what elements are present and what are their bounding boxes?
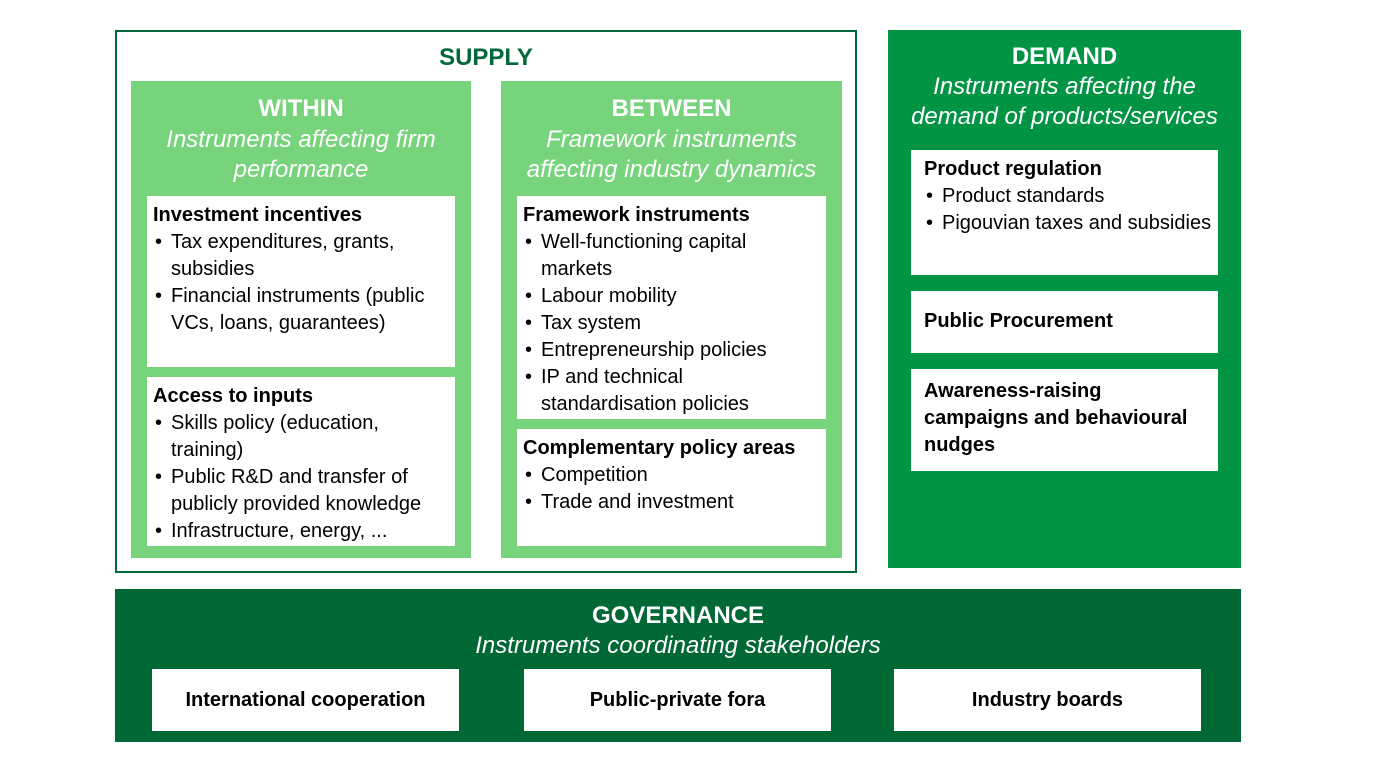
investment-incentives-box: Investment incentives Tax expenditures, … [147, 196, 455, 367]
list-item: Well-functioning capital markets [523, 229, 820, 283]
list-item: Tax system [523, 310, 820, 337]
box-heading: Complementary policy areas [523, 437, 796, 459]
list-item: Pigouvian taxes and subsidies [924, 210, 1212, 237]
box-heading: Access to inputs [153, 385, 314, 407]
demand-section: DEMAND Instruments affecting the demand … [888, 30, 1241, 568]
industry-boards-box: Industry boards [894, 669, 1201, 731]
product-regulation-box: Product regulation Product standards Pig… [911, 150, 1218, 275]
public-procurement-box: Public Procurement [911, 291, 1218, 353]
box-heading: Framework instruments [523, 204, 750, 226]
framework-instruments-box: Framework instruments Well-functioning c… [517, 196, 826, 419]
list-item: Trade and investment [523, 489, 820, 516]
supply-section: SUPPLY [115, 30, 857, 573]
governance-title: GOVERNANCE [591, 602, 765, 629]
demand-title: DEMAND [1011, 43, 1118, 70]
list-item: Skills policy (education, training) [153, 410, 449, 464]
list-item: Product standards [924, 183, 1212, 210]
box-heading: Investment incentives [153, 204, 362, 226]
between-title: BETWEEN [611, 95, 732, 122]
list-item: IP and technical standardisation policie… [523, 364, 820, 418]
box-heading: Awareness-raising campaigns and behaviou… [924, 380, 1188, 456]
access-to-inputs-box: Access to inputs Skills policy (educatio… [147, 377, 455, 546]
public-private-fora-box: Public-private fora [524, 669, 831, 731]
supply-title: SUPPLY [439, 44, 533, 71]
within-panel: WITHIN Instruments affecting firm perfor… [131, 81, 471, 558]
demand-subtitle: Instruments affecting the demand of prod… [911, 73, 1218, 130]
list-item: Labour mobility [523, 283, 820, 310]
list-item: Infrastructure, energy, ... [153, 518, 449, 545]
within-title: WITHIN [258, 95, 344, 122]
list-item: Entrepreneurship policies [523, 337, 820, 364]
box-heading: Public Procurement [924, 310, 1113, 332]
list-item: Financial instruments (public VCs, loans… [153, 283, 449, 337]
within-subtitle: Instruments affecting firm performance [166, 126, 436, 183]
awareness-campaigns-box: Awareness-raising campaigns and behaviou… [911, 369, 1218, 471]
governance-subtitle: Instruments coordinating stakeholders [475, 632, 881, 659]
complementary-policy-box: Complementary policy areas Competition T… [517, 429, 826, 546]
international-cooperation-box: International cooperation [152, 669, 459, 731]
list-item: Tax expenditures, grants, subsidies [153, 229, 449, 283]
between-panel: BETWEEN Framework instruments affecting … [501, 81, 842, 558]
between-subtitle: Framework instruments affecting industry… [526, 126, 817, 183]
box-heading: Product regulation [924, 158, 1102, 180]
list-item: Public R&D and transfer of publicly prov… [153, 464, 449, 518]
list-item: Competition [523, 462, 820, 489]
governance-section: GOVERNANCE Instruments coordinating stak… [115, 589, 1241, 742]
